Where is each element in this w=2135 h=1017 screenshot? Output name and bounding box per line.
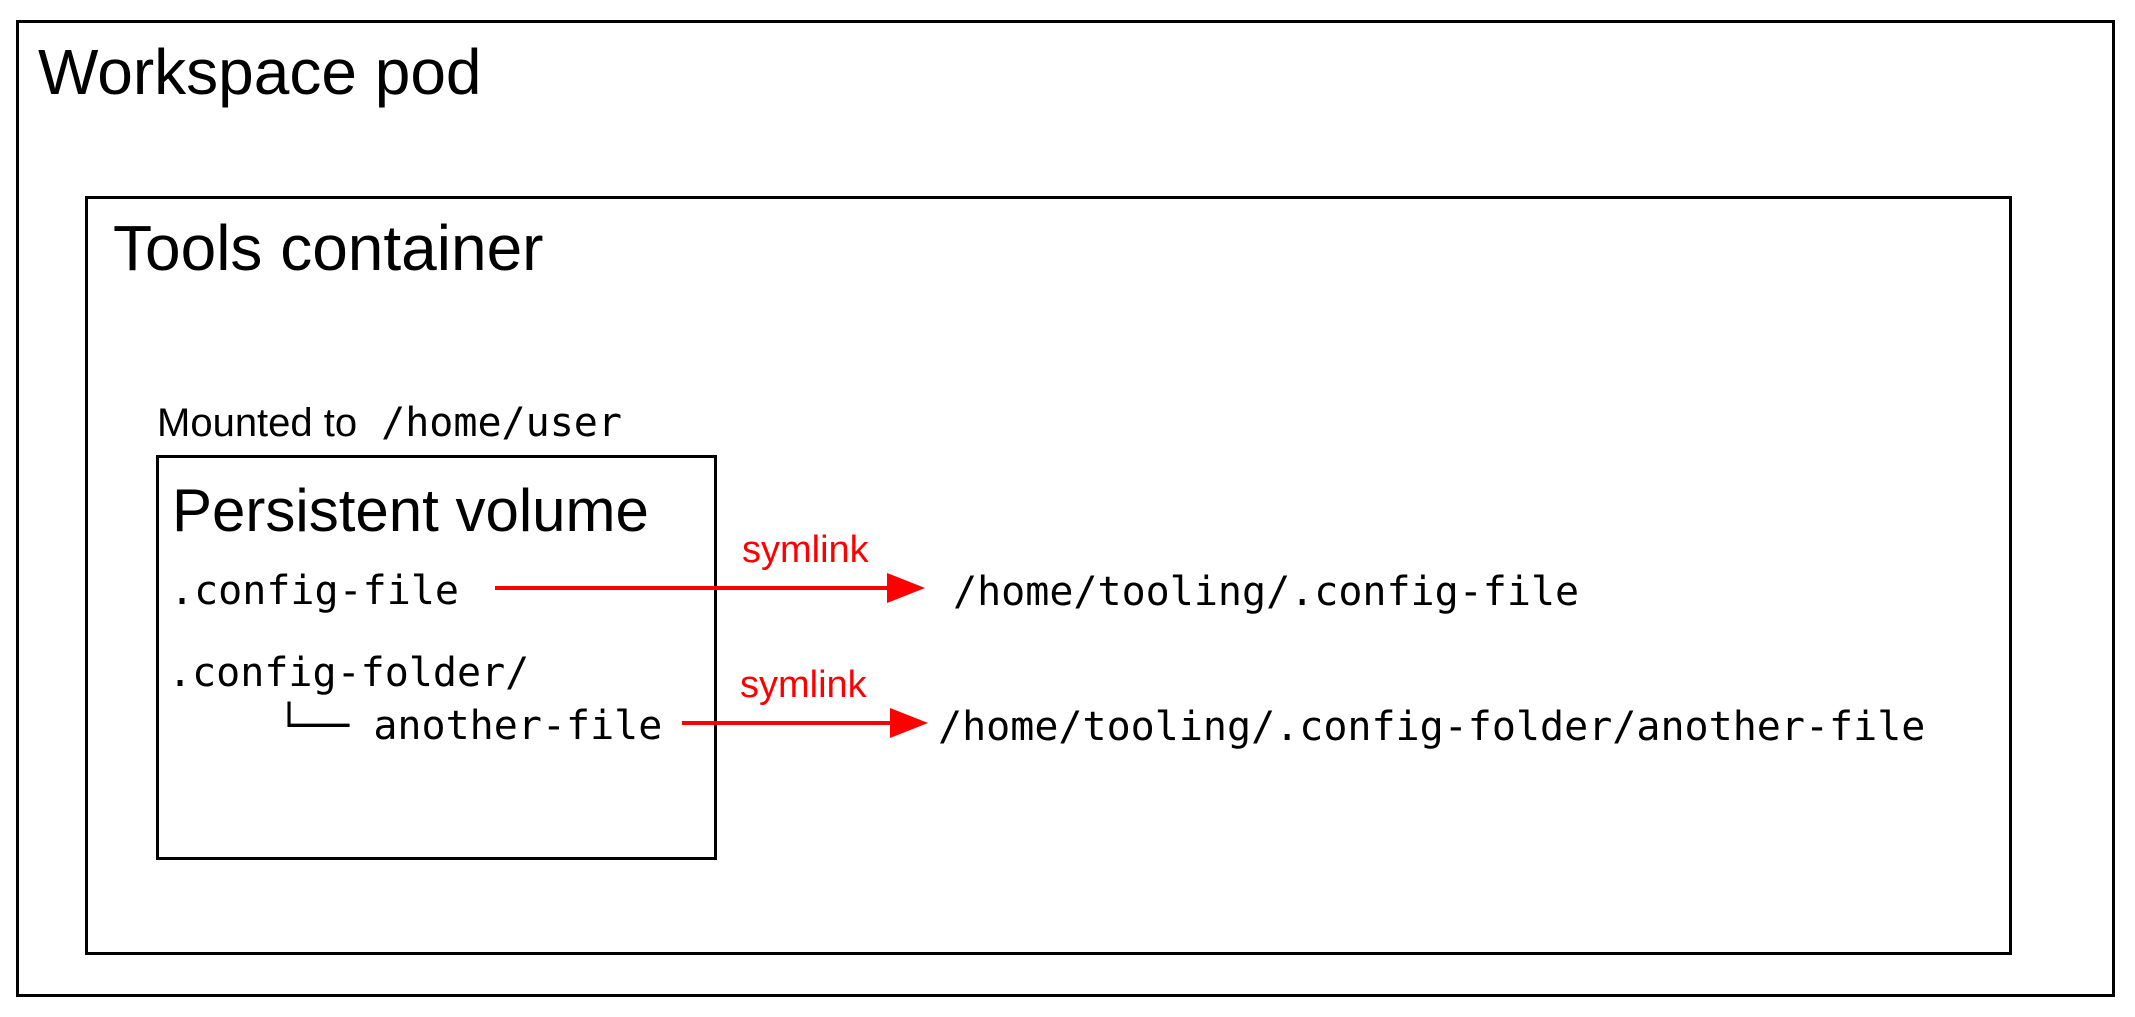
symlink-target-2: /home/tooling/.config-folder/another-fil… xyxy=(938,704,1926,750)
workspace-pod-box xyxy=(16,20,2115,997)
pv-entry-config-file: .config-file xyxy=(170,568,459,614)
symlink-arrow-line-2 xyxy=(682,721,892,725)
symlink-arrow-head-1 xyxy=(887,573,925,603)
tools-container-title: Tools container xyxy=(113,212,544,284)
symlink-label-2: symlink xyxy=(740,664,867,706)
symlink-target-1: /home/tooling/.config-file xyxy=(953,569,1580,615)
persistent-volume-title: Persistent volume xyxy=(172,477,649,544)
symlink-arrow-line-1 xyxy=(495,586,889,590)
mount-caption-path: /home/user xyxy=(381,400,622,446)
symlink-label-1: symlink xyxy=(742,529,869,571)
persistent-volume-box xyxy=(156,455,717,860)
workspace-pod-title: Workspace pod xyxy=(38,36,482,108)
pv-entry-another-file: └── another-file xyxy=(277,703,663,749)
tools-container-box xyxy=(85,196,2012,955)
mount-caption: Mounted to/home/user xyxy=(157,403,622,443)
symlink-arrow-head-2 xyxy=(890,708,928,738)
pv-entry-config-folder: .config-folder/ xyxy=(168,650,530,696)
mount-caption-prefix: Mounted to xyxy=(157,401,358,445)
